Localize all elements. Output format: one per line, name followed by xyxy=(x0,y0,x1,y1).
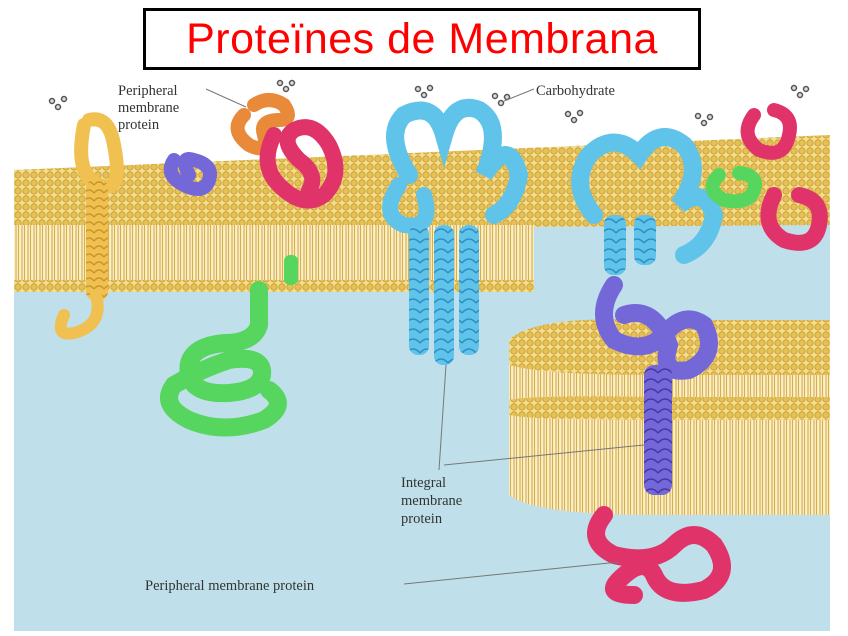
purple-peripheral-protein-small xyxy=(171,159,210,189)
membrane-diagram: Peripheral membrane protein Carbohydrate… xyxy=(14,75,830,631)
green-anchored-protein-small xyxy=(284,255,298,285)
page-title: Proteïnes de Membrana xyxy=(186,15,658,64)
label-carbohydrate: Carbohydrate xyxy=(536,83,615,99)
label-peripheral-bottom: Peripheral membrane protein xyxy=(145,578,315,594)
title-box: Proteïnes de Membrana xyxy=(143,8,701,70)
